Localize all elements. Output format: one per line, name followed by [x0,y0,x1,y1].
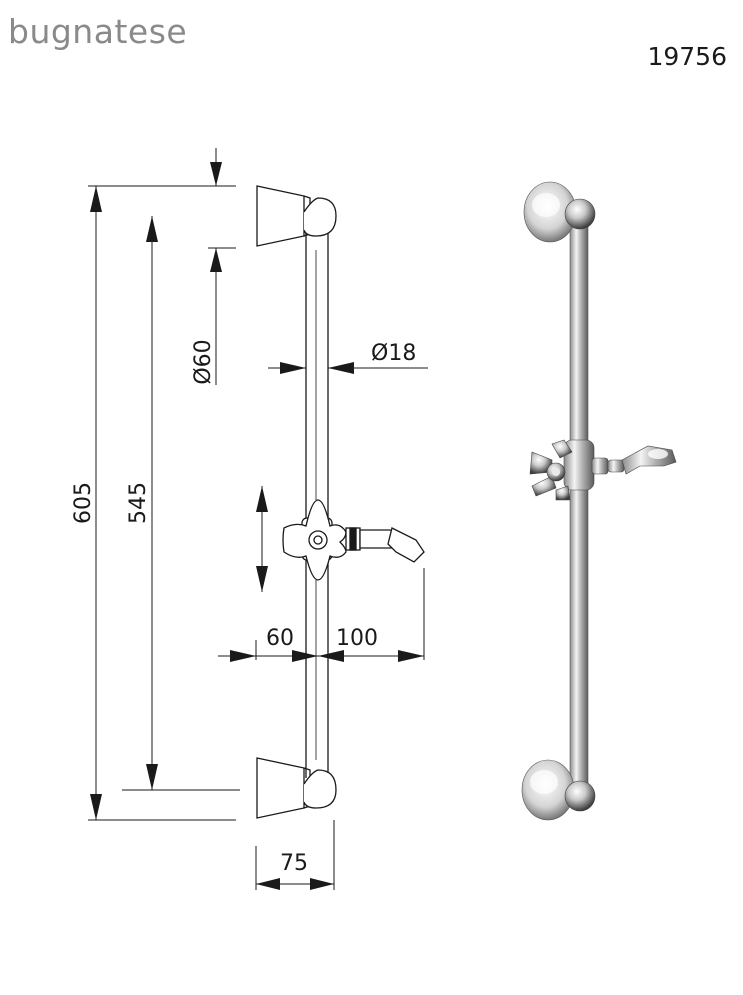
render-bottom-bracket [521,759,596,821]
render-slider [529,439,677,501]
dimension-bar-diameter: Ø18 [371,341,416,366]
product-render [521,181,677,821]
render-top-bracket [523,181,596,243]
dimension-arrowheads [90,162,424,890]
slider-outline [282,499,425,581]
top-bracket-outline [256,185,337,247]
dimension-total-height: 605 [71,482,96,524]
dimension-center-distance: 545 [126,482,151,524]
dimension-slider-width: 60 [266,626,294,651]
line-drawing [256,185,425,819]
render-bar [569,209,589,797]
dimension-bracket-diameter: Ø60 [191,339,216,384]
product-code: 19756 [647,42,727,71]
brand-logo: bugnatese [8,12,188,51]
dimension-wall-projection: 75 [280,851,308,876]
bottom-bracket-outline [256,757,337,819]
slide-bar-outline [305,226,329,778]
dimension-handshower-offset: 100 [336,626,378,651]
